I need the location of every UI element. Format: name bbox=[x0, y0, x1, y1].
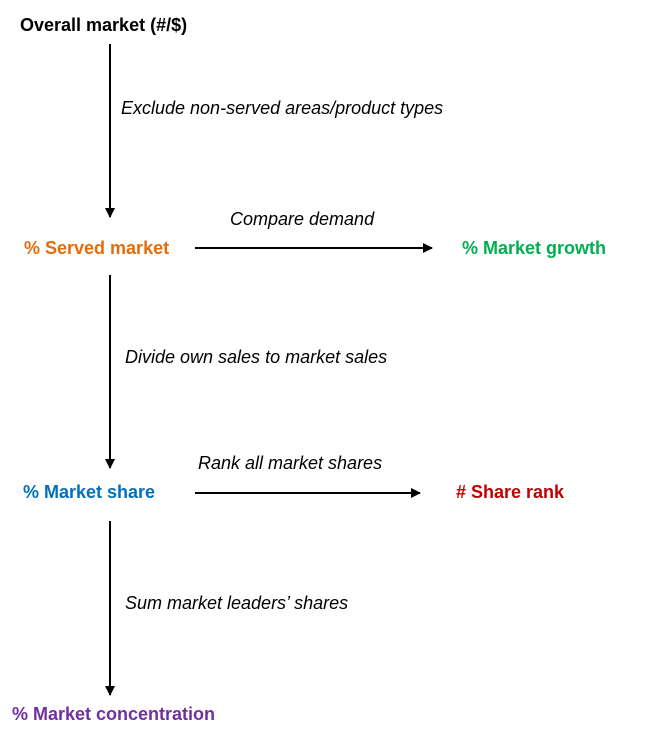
edge-label-compare: Compare demand bbox=[230, 209, 375, 229]
edge-label-exclude: Exclude non-served areas/product types bbox=[121, 98, 444, 118]
node-served-market: % Served market bbox=[24, 238, 170, 258]
node-market-growth: % Market growth bbox=[462, 238, 607, 258]
edge-label-rank: Rank all market shares bbox=[198, 453, 383, 473]
edge-label-divide: Divide own sales to market sales bbox=[125, 347, 388, 367]
edge-label-sum: Sum market leaders’ shares bbox=[125, 593, 349, 613]
node-overall-market: Overall market (#/$) bbox=[20, 15, 188, 35]
node-share-rank: # Share rank bbox=[456, 482, 565, 502]
node-market-share: % Market share bbox=[23, 482, 156, 502]
node-market-concentration: % Market concentration bbox=[12, 704, 216, 724]
